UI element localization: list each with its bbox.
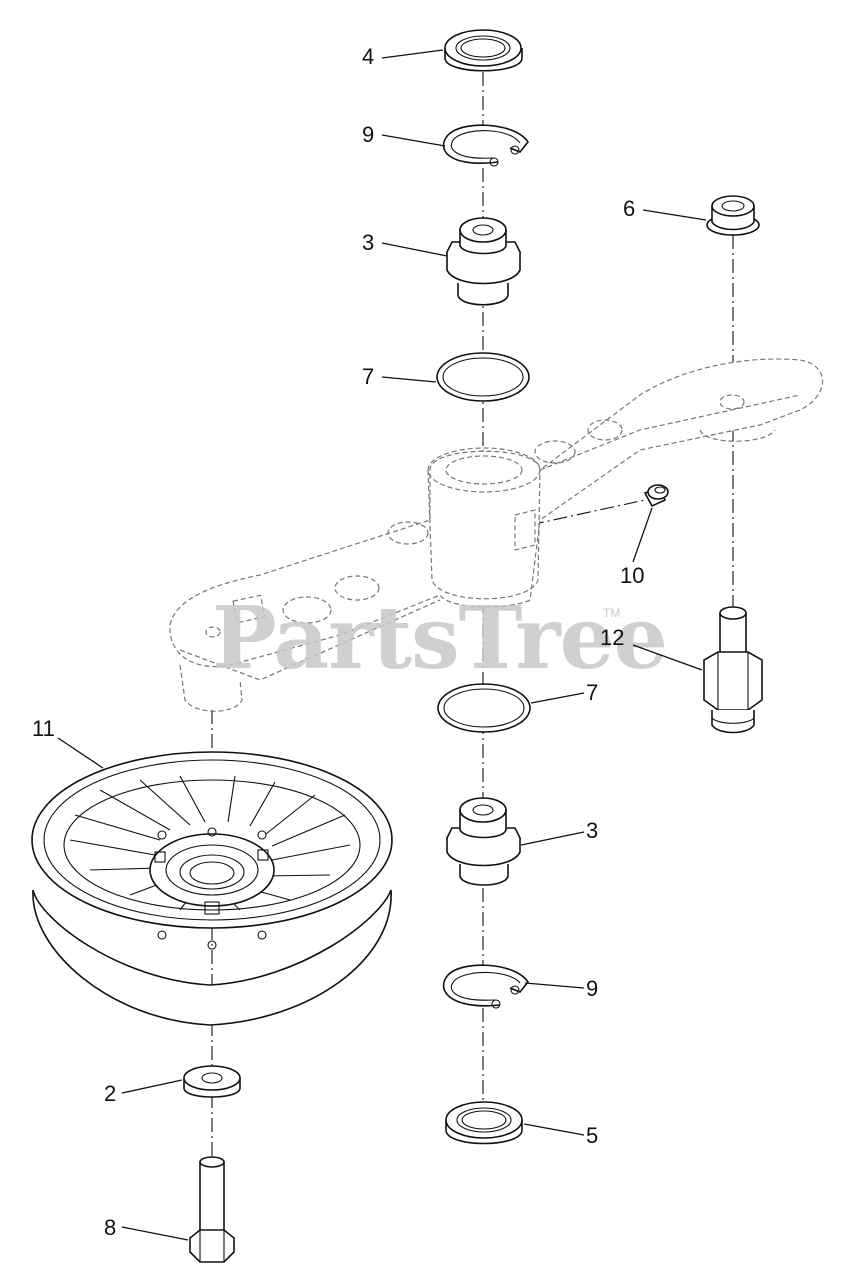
- callout-7-bottom: 7: [586, 680, 598, 705]
- watermark-trademark: TM: [603, 606, 620, 620]
- part-8-bolt: [189, 1156, 235, 1263]
- part-9-retaining-ring-bottom: [442, 964, 529, 1009]
- callout-5: 5: [586, 1123, 598, 1148]
- callout-9-top: 9: [362, 122, 374, 147]
- part-10-grease-fitting: [643, 484, 669, 508]
- watermark-text: PartsTree: [212, 588, 667, 689]
- part-7-o-ring-top: [436, 352, 530, 402]
- part-6-flange-nut: [706, 195, 760, 236]
- leader-lines: [57, 49, 707, 1241]
- callout-labels: 4 9 3 6 7 10 12 11 7 3 9 2 5 8: [32, 44, 644, 1240]
- part-4-seal: [444, 29, 523, 72]
- callout-10: 10: [620, 563, 644, 588]
- callout-11: 11: [32, 716, 55, 741]
- part-7-o-ring-bottom: [437, 683, 531, 733]
- part-5-seal: [445, 1101, 523, 1145]
- idler-arm: [169, 358, 824, 712]
- callout-4: 4: [362, 44, 374, 69]
- part-9-retaining-ring-top: [442, 124, 529, 167]
- centerline-fitting: [529, 499, 646, 526]
- part-2-washer: [183, 1065, 241, 1098]
- callout-3-bottom: 3: [586, 818, 598, 843]
- callout-6: 6: [623, 196, 635, 221]
- part-3-bearing-top: [446, 217, 521, 306]
- callout-2: 2: [104, 1081, 116, 1106]
- part-3-bearing-bottom: [446, 797, 521, 886]
- callout-9-bottom: 9: [586, 976, 598, 1001]
- callout-3-top: 3: [362, 230, 374, 255]
- callout-8: 8: [104, 1215, 116, 1240]
- callout-12: 12: [600, 625, 624, 650]
- part-11-idler-pulley: [31, 751, 393, 1026]
- callout-7-top: 7: [362, 364, 374, 389]
- part-12-shoulder-bolt: [703, 606, 763, 734]
